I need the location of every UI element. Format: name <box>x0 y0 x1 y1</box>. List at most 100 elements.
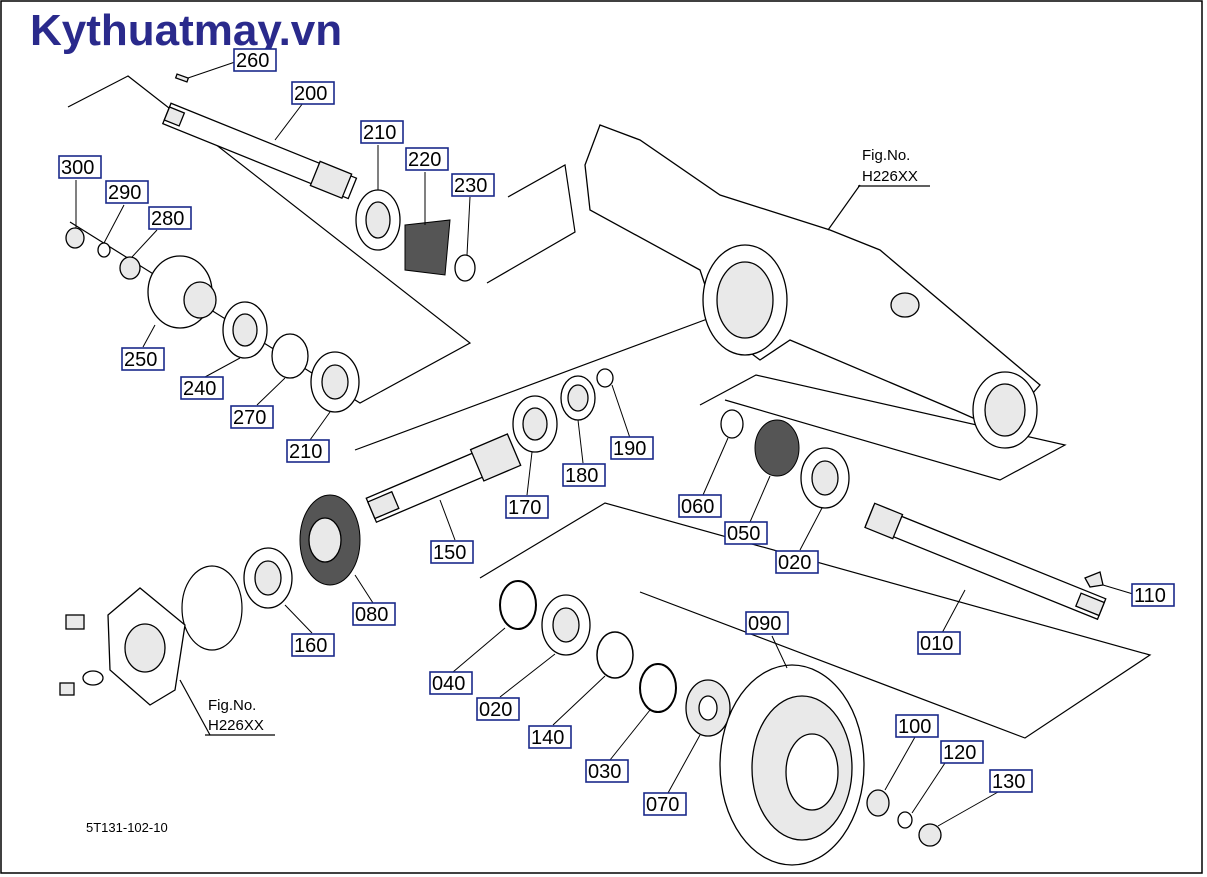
svg-text:080: 080 <box>355 604 388 626</box>
part-label-180[interactable]: 180 <box>562 463 606 487</box>
part-label-100[interactable]: 100 <box>895 714 939 738</box>
part-label-240[interactable]: 240 <box>180 376 224 400</box>
part-label-030[interactable]: 030 <box>585 759 629 783</box>
gasket-ring <box>181 565 243 651</box>
snap-ring-230 <box>454 254 476 282</box>
part-label-270[interactable]: 270 <box>230 405 274 429</box>
part-label-210-lower[interactable]: 210 <box>286 439 330 463</box>
key-110 <box>1084 571 1104 588</box>
svg-text:070: 070 <box>646 794 679 816</box>
washer-left <box>82 670 104 686</box>
part-label-150[interactable]: 150 <box>430 540 474 564</box>
washer-100 <box>866 789 890 817</box>
svg-text:120: 120 <box>943 742 976 764</box>
svg-text:H226XX: H226XX <box>862 168 918 185</box>
svg-text:150: 150 <box>433 542 466 564</box>
snap-ring-030 <box>639 663 677 713</box>
part-label-290[interactable]: 290 <box>105 180 149 204</box>
part-label-010[interactable]: 010 <box>917 631 961 655</box>
washer-290 <box>97 242 111 258</box>
part-label-260[interactable]: 260 <box>233 48 277 72</box>
right-shaft-group-outline <box>699 374 1067 481</box>
svg-text:190: 190 <box>613 438 646 460</box>
part-label-070[interactable]: 070 <box>643 792 687 816</box>
svg-text:H226XX: H226XX <box>208 717 264 734</box>
svg-text:300: 300 <box>61 157 94 179</box>
svg-text:210: 210 <box>289 441 322 463</box>
svg-text:140: 140 <box>531 727 564 749</box>
svg-text:100: 100 <box>898 716 931 738</box>
part-label-080[interactable]: 080 <box>352 602 396 626</box>
nut-300 <box>65 227 85 249</box>
svg-text:030: 030 <box>588 761 621 783</box>
part-label-050[interactable]: 050 <box>724 521 768 545</box>
part-label-200[interactable]: 200 <box>291 81 335 105</box>
part-label-060[interactable]: 060 <box>678 494 722 518</box>
part-label-040[interactable]: 040 <box>429 671 473 695</box>
ring-140 <box>596 631 634 679</box>
part-label-110[interactable]: 110 <box>1131 583 1175 607</box>
housing-body <box>584 124 1041 431</box>
svg-text:290: 290 <box>108 182 141 204</box>
nut-130 <box>918 823 942 847</box>
figure-ref-upper: Fig.No. H226XX <box>858 147 930 187</box>
lower-pulley-assembly <box>499 580 942 866</box>
part-label-250[interactable]: 250 <box>121 347 165 371</box>
svg-text:170: 170 <box>508 497 541 519</box>
pin-260 <box>174 73 190 83</box>
part-label-170[interactable]: 170 <box>505 495 549 519</box>
svg-text:220: 220 <box>408 149 441 171</box>
spring-washer-120 <box>897 811 913 829</box>
part-label-120[interactable]: 120 <box>940 740 984 764</box>
part-label-300[interactable]: 300 <box>58 155 102 179</box>
part-label-220[interactable]: 220 <box>405 147 449 171</box>
svg-text:040: 040 <box>432 673 465 695</box>
svg-text:210: 210 <box>363 122 396 144</box>
shaft-010 <box>864 504 1107 621</box>
part-label-140[interactable]: 140 <box>528 725 572 749</box>
bolt-left <box>59 682 75 696</box>
axle-housing <box>584 124 1041 449</box>
part-label-020-lower[interactable]: 020 <box>476 697 520 721</box>
right-shaft-assembly <box>720 409 1107 621</box>
part-label-280[interactable]: 280 <box>148 206 192 230</box>
part-labels: 260 200 210 220 230 300 290 280 250 240 … <box>58 48 1175 816</box>
svg-text:280: 280 <box>151 208 184 230</box>
part-label-130[interactable]: 130 <box>989 769 1033 793</box>
figure-ref-lower: Fig.No. H226XX <box>208 697 264 734</box>
svg-text:050: 050 <box>727 523 760 545</box>
svg-text:250: 250 <box>124 349 157 371</box>
part-label-160[interactable]: 160 <box>291 633 335 657</box>
snap-ring-040 <box>499 580 537 630</box>
housing-connector-outline <box>486 164 576 284</box>
part-label-020-right[interactable]: 020 <box>775 550 819 574</box>
svg-text:010: 010 <box>920 633 953 655</box>
part-label-230[interactable]: 230 <box>451 173 495 197</box>
drawing-number: 5T131-102-10 <box>86 820 168 835</box>
svg-text:Fig.No.: Fig.No. <box>208 697 256 714</box>
left-upper-parts <box>65 227 360 413</box>
svg-text:090: 090 <box>748 613 781 635</box>
plug-bolt <box>65 614 85 630</box>
svg-text:260: 260 <box>236 50 269 72</box>
upper-shaft-assembly <box>161 73 476 282</box>
middle-shaft-assembly <box>365 368 614 524</box>
ring-190 <box>596 368 614 388</box>
bevel-gear-220 <box>404 219 451 276</box>
svg-text:160: 160 <box>294 635 327 657</box>
part-label-090[interactable]: 090 <box>745 611 789 635</box>
leader-lines <box>75 61 1134 827</box>
svg-text:020: 020 <box>479 699 512 721</box>
svg-text:020: 020 <box>778 552 811 574</box>
svg-text:240: 240 <box>183 378 216 400</box>
svg-text:180: 180 <box>565 465 598 487</box>
part-label-210-upper[interactable]: 210 <box>360 120 404 144</box>
part-label-190[interactable]: 190 <box>610 436 654 460</box>
snap-ring-060 <box>720 409 744 439</box>
svg-text:200: 200 <box>294 83 327 105</box>
washer-280 <box>119 256 141 280</box>
bevel-gear-050 <box>754 419 800 477</box>
lower-group-outline <box>479 502 1152 739</box>
ring-270 <box>271 333 309 379</box>
